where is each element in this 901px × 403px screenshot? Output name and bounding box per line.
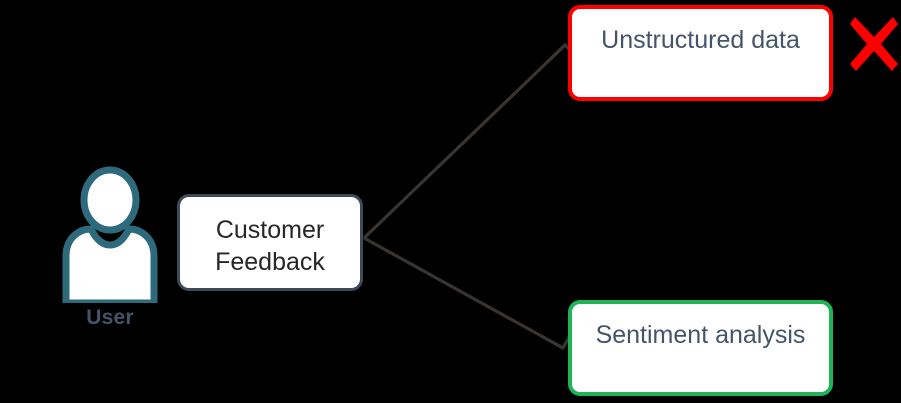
arrow-feedback-to-sentiment xyxy=(363,236,577,351)
node-unstructured-data-label: Unstructured data xyxy=(601,26,800,54)
user-actor-label: User xyxy=(86,306,134,329)
node-customer-feedback-line1: Customer xyxy=(215,216,325,244)
node-sentiment-analysis[interactable]: Sentiment analysis xyxy=(568,300,833,396)
red-x-cross-icon xyxy=(850,17,898,71)
node-customer-feedback-label: Customer Feedback xyxy=(180,214,360,278)
node-unstructured-data[interactable]: Unstructured data xyxy=(568,5,833,101)
arrow-feedback-to-unstructured xyxy=(362,42,584,240)
user-person-icon xyxy=(62,166,158,303)
node-customer-feedback-line2: Feedback xyxy=(215,248,325,276)
user-actor xyxy=(58,163,162,303)
node-sentiment-analysis-label: Sentiment analysis xyxy=(595,321,806,349)
node-customer-feedback[interactable]: Customer Feedback xyxy=(177,194,363,291)
